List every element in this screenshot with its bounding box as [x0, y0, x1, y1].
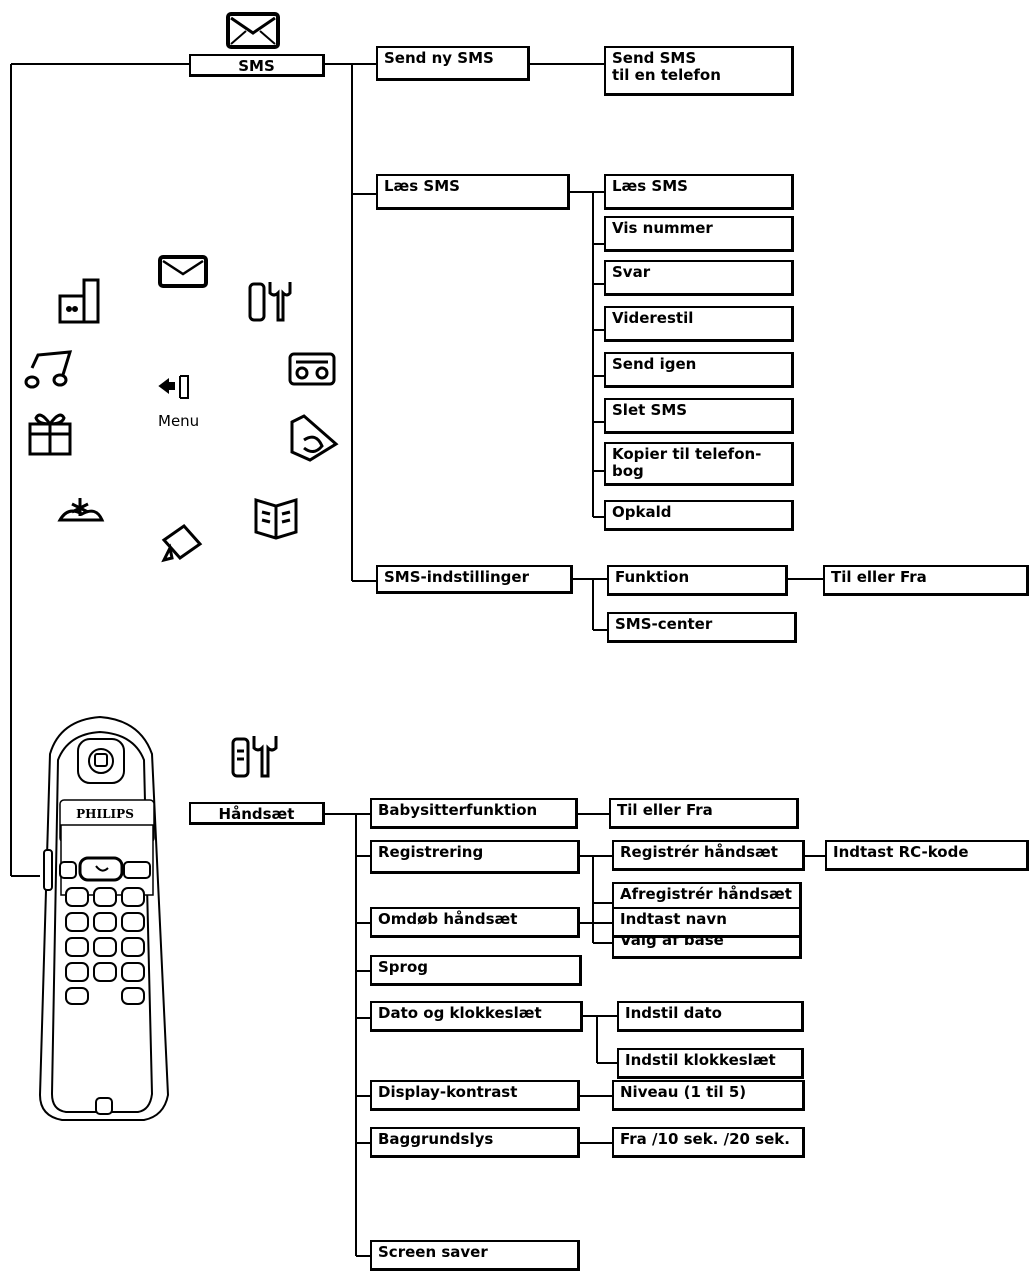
phonebook-icon: [256, 500, 296, 538]
sms-settings-node: SMS-indstillinger: [376, 565, 573, 594]
sms-on-off-node: Til eller Fra: [823, 565, 1029, 596]
read-sms-item: Læs SMS: [604, 174, 794, 210]
delete-sms-item: Slet SMS: [604, 398, 794, 434]
show-number-item: Vis nummer: [604, 216, 794, 252]
handset-illustration: [40, 717, 168, 1120]
envelope-icon: [160, 257, 206, 286]
call-item: Opkald: [604, 500, 794, 531]
send-sms-to-phone-line2: til en telefon: [612, 67, 791, 84]
tools-icon: [233, 736, 276, 776]
alarm-icon: [60, 498, 102, 520]
contrast-level-node: Niveau (1 til 5): [612, 1080, 805, 1111]
menu-arrow-icon: [160, 376, 188, 398]
date-time-node: Dato og klokkeslæt: [370, 1001, 583, 1032]
tools-icon: [250, 282, 290, 320]
screen-saver-node: Screen saver: [370, 1240, 580, 1271]
send-sms-to-phone-line1: Send SMS: [612, 50, 791, 67]
enter-name-node: Indtast navn: [612, 907, 802, 938]
set-time-node: Indstil klokkeslæt: [617, 1048, 804, 1079]
copy-to-phonebook-line2: bog: [612, 463, 791, 480]
envelope-icon: [228, 14, 278, 47]
reply-item: Svar: [604, 260, 794, 296]
copy-to-phonebook-line1: Kopier til telefon-: [612, 446, 791, 463]
phone-note-icon: [164, 526, 200, 560]
set-date-node: Indstil dato: [617, 1001, 804, 1032]
language-node: Sprog: [370, 955, 582, 986]
send-sms-to-phone-node: Send SMS til en telefon: [604, 46, 794, 96]
backlight-values-node: Fra /10 sek. /20 sek.: [612, 1127, 805, 1158]
enter-rc-code-node: Indtast RC-kode: [825, 840, 1029, 871]
send-new-sms-node: Send ny SMS: [376, 46, 530, 81]
handset-in-base-icon: [60, 280, 98, 322]
answering-machine-icon: [290, 354, 334, 384]
send-again-item: Send igen: [604, 352, 794, 388]
music-note-icon: [26, 352, 70, 387]
phonebook-with-hand-icon: [292, 416, 336, 460]
registration-node: Registrering: [370, 840, 580, 874]
backlight-node: Baggrundslys: [370, 1127, 580, 1158]
forward-item: Viderestil: [604, 306, 794, 342]
phone-brand-logo: PHILIPS: [76, 807, 134, 821]
babysitter-node: Babysitterfunktion: [370, 798, 578, 829]
gift-icon: [30, 415, 70, 454]
menu-label: Menu: [158, 412, 199, 430]
register-handset-node: Registrér håndsæt: [612, 840, 805, 871]
sms-center-node: SMS-center: [607, 612, 797, 643]
rename-handset-node: Omdøb håndsæt: [370, 907, 580, 938]
handset-root-node: Håndsæt: [189, 802, 325, 825]
read-sms-node: Læs SMS: [376, 174, 570, 210]
function-node: Funktion: [607, 565, 788, 596]
babysitter-on-off-node: Til eller Fra: [609, 798, 799, 829]
display-contrast-node: Display-kontrast: [370, 1080, 580, 1111]
copy-to-phonebook-item: Kopier til telefon- bog: [604, 442, 794, 486]
sms-root-node: SMS: [189, 54, 325, 77]
